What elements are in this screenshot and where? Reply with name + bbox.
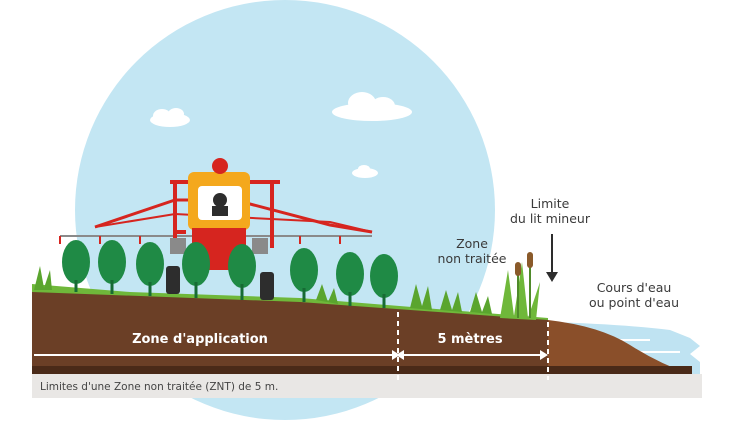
limite-label: Limite du lit mineur bbox=[510, 196, 590, 226]
tree-icon bbox=[182, 242, 210, 298]
tree-icon bbox=[370, 254, 398, 308]
zone-application-label: Zone d'application bbox=[132, 332, 268, 347]
tree-icon bbox=[228, 244, 256, 300]
zone-nt-line1: Zone bbox=[456, 236, 488, 251]
cinq-metres-label: 5 mètres bbox=[437, 332, 503, 347]
zone-non-traitee-label: Zone non traitée bbox=[432, 236, 512, 266]
tree-icon bbox=[98, 240, 126, 294]
cours-line1: Cours d'eau bbox=[596, 280, 672, 295]
tree-icon bbox=[62, 240, 90, 292]
grass-tuft-icon bbox=[34, 266, 492, 314]
tree-icon bbox=[290, 248, 318, 302]
soil-bottom bbox=[32, 366, 692, 374]
limite-line1: Limite bbox=[530, 196, 570, 211]
caption-text: Limites d'une Zone non traitée (ZNT) de … bbox=[40, 381, 279, 393]
reed-icon bbox=[500, 252, 540, 320]
five-metres-dimension bbox=[396, 350, 548, 360]
cloud-icon bbox=[150, 108, 190, 127]
arrow-down-icon bbox=[546, 234, 558, 282]
tree-icon bbox=[336, 252, 364, 306]
tractor-icon bbox=[59, 158, 373, 300]
soil-field bbox=[32, 292, 548, 374]
caption-bar bbox=[32, 374, 702, 398]
cloud-icon bbox=[352, 165, 378, 178]
soil-bank bbox=[548, 320, 690, 374]
zone-nt-line2: non traitée bbox=[437, 251, 507, 266]
limite-line2: du lit mineur bbox=[510, 211, 590, 226]
cours-deau-label: Cours d'eau ou point d'eau bbox=[584, 280, 684, 310]
cours-line2: ou point d'eau bbox=[588, 295, 680, 310]
tree-icon bbox=[136, 242, 164, 296]
cloud-icon bbox=[332, 92, 412, 121]
